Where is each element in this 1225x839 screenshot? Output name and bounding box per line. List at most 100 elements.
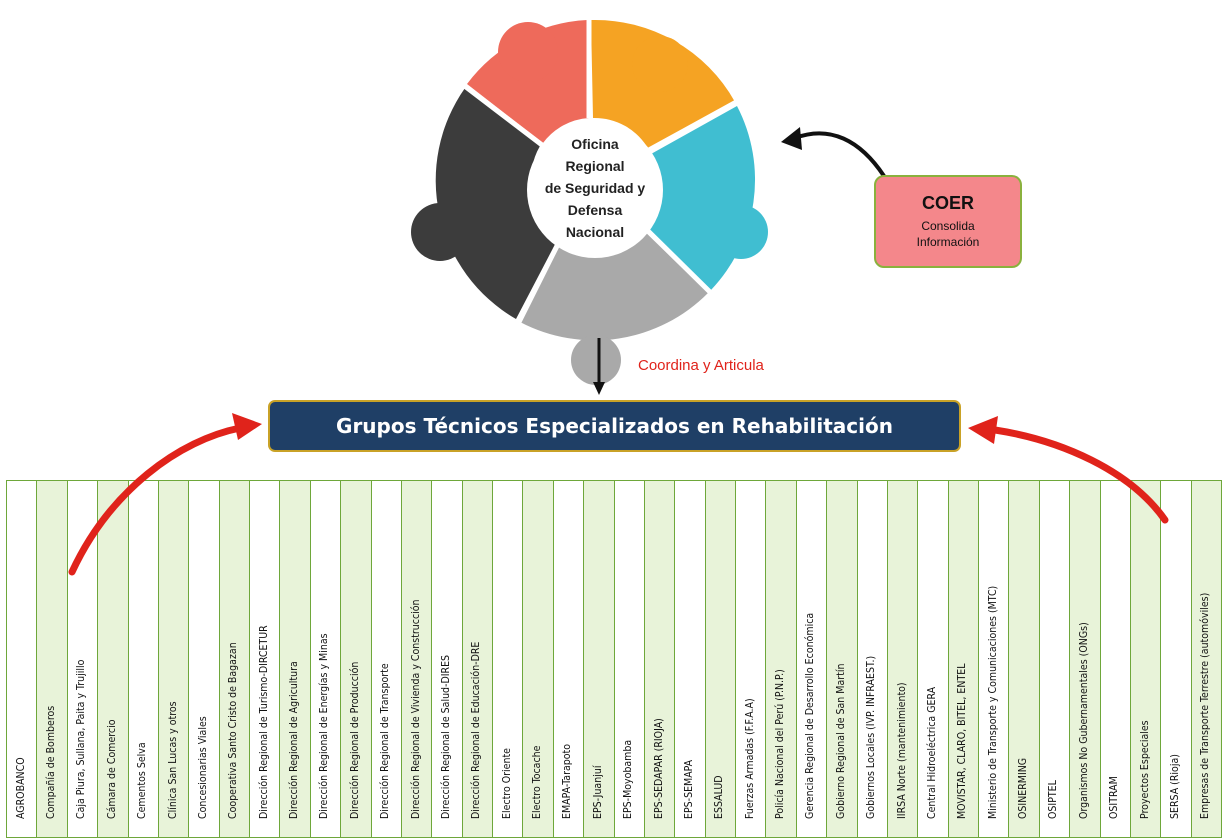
organization-column: Dirección Regional de Energías y Minas (309, 480, 342, 838)
puzzle-knob-red (498, 22, 558, 82)
organization-label: Cementos Selva (136, 742, 149, 819)
organization-label: Caja Piura, Sullana, Paita y Trujillo (75, 659, 88, 819)
center-circle (527, 122, 663, 258)
organization-label: EPS-SEDAPAR (RIOJA) (652, 718, 665, 819)
organization-column: Dirección Regional de Vivienda y Constru… (400, 480, 433, 838)
organization-column: Fuerzas Armadas (F.F.A.A) (735, 480, 767, 838)
organization-column: Dirección Regional de Turismo-DIRCETUR (249, 480, 281, 838)
center-title-line: Oficina (571, 136, 619, 152)
organization-column: Gerencia Regional de Desarrollo Económic… (795, 480, 828, 838)
coer-subtitle: Consolida Información (916, 219, 980, 249)
organization-column: Cooperativa Santo Cristo de Bagazan (218, 480, 250, 838)
organization-label: Cámara de Comercio (105, 719, 118, 820)
organization-column: Cámara de Comercio (97, 480, 129, 838)
organization-column: Ministerio de Transporte y Comunicacione… (978, 480, 1010, 838)
organization-column: Dirección Regional de Salud-DIRES (431, 480, 463, 838)
organization-label: EPS-Juanjuí (591, 765, 604, 819)
puzzle-diagram (411, 14, 886, 395)
organization-column: Concesionarias Viales (188, 480, 220, 838)
puzzle-piece-dark (435, 88, 562, 319)
organization-column: Electro Tocache (522, 480, 554, 838)
organization-column: EPS-SEMAPA (674, 480, 706, 838)
organization-column: AGROBANCO (6, 480, 38, 838)
organization-label: AGROBANCO (14, 757, 27, 819)
coordina-label: Coordina y Articula (638, 357, 764, 374)
organization-column: Empresas de Transporte Terrestre (automó… (1190, 480, 1222, 838)
organization-column: EPS-Moyobamba (613, 480, 645, 838)
organization-column: Dirección Regional de Agricultura (279, 480, 311, 838)
organization-column: SERSA (Rioja) (1160, 480, 1192, 838)
organization-column: MOVISTAR, CLARO, BITEL, ENTEL (947, 480, 979, 838)
organization-label: Ministerio de Transporte y Comunicacione… (986, 585, 999, 819)
puzzle-knob-cyan (714, 205, 768, 259)
organization-column: Compañía de Bomberos (36, 480, 68, 838)
puzzle-separators (460, 14, 742, 326)
organization-label: ESSALUD (713, 775, 726, 819)
puzzle-piece-gray (520, 225, 708, 341)
organization-label: Dirección Regional de Transporte (379, 663, 392, 819)
organization-column: Clínica San Lucas y otros (157, 480, 190, 838)
puzzle-knob-dark (411, 203, 469, 261)
organization-label: Dirección Regional de Salud-DIRES (439, 654, 452, 819)
organization-label: Empresas de Transporte Terrestre (automó… (1199, 592, 1212, 819)
organization-label: Concesionarias Viales (196, 716, 209, 819)
organization-label: Dirección Regional de Educación-DRE (470, 641, 483, 819)
organization-column: Central Hidroeléctrica GERA (917, 480, 949, 838)
puzzle-knob-orange (632, 36, 688, 92)
organization-column: Dirección Regional de Transporte (370, 480, 402, 838)
organization-column: EPS-Juanjuí (583, 480, 615, 838)
organization-label: Central Hidroeléctrica GERA (925, 686, 938, 819)
organization-label: EMAPA-Tarapoto (561, 743, 574, 819)
organization-column: EPS-SEDAPAR (RIOJA) (643, 480, 676, 838)
organization-column: OSIPTEL (1038, 480, 1071, 838)
organization-label: OSINERMING (1017, 757, 1030, 819)
organization-label: Dirección Regional de Agricultura (288, 661, 301, 819)
organization-label: Electro Oriente (500, 748, 513, 819)
organization-label: Organismos No Gubernamentales (ONGs) (1077, 622, 1090, 819)
center-title-line: Defensa (567, 202, 623, 218)
organization-label: Cooperativa Santo Cristo de Bagazan (227, 642, 240, 819)
organization-column: Caja Piura, Sullana, Paita y Trujillo (66, 480, 99, 838)
organization-label: Compañía de Bomberos (45, 705, 58, 819)
organization-columns: AGROBANCO Compañía de Bomberos Caja Piura,… (6, 480, 1222, 838)
coer-arrow-curve (794, 131, 886, 178)
organization-label: Clínica San Lucas y otros (166, 701, 179, 819)
organization-label: SERSA (Rioja) (1168, 754, 1181, 819)
organization-label: Fuerzas Armadas (F.F.A.A) (743, 698, 756, 819)
organization-label: MOVISTAR, CLARO, BITEL, ENTEL (956, 663, 969, 819)
coer-box: COER Consolida Información (874, 175, 1022, 268)
center-title-line: de Seguridad y (544, 180, 646, 196)
organization-column: EMAPA-Tarapoto (552, 480, 585, 838)
center-title-line: Nacional (565, 224, 625, 240)
coer-arrow-head (781, 127, 802, 150)
organization-label: Proyectos Especiales (1138, 720, 1151, 819)
organization-column: Dirección Regional de Educación-DRE (461, 480, 493, 838)
organization-label: Electro Tocache (531, 745, 544, 819)
header-box: Grupos Técnicos Especializados en Rehabi… (268, 400, 961, 452)
organization-label: Dirección Regional de Turismo-DIRCETUR (257, 625, 270, 819)
organization-column: Gobiernos Locales (IVP. INFRAEST.) (856, 480, 888, 838)
down-arrow-head (593, 382, 605, 395)
organization-label: IIRSA Norte (mantenimiento) (895, 682, 908, 819)
organization-column: OSINERMING (1008, 480, 1040, 838)
organization-column: ESSALUD (704, 480, 736, 838)
organization-label: Policía Nacional del Perú (P.N.P.) (774, 669, 787, 819)
organization-column: Cementos Selva (127, 480, 159, 838)
puzzle-knob-gray (571, 335, 621, 385)
organization-label: Gobierno Regional de San Martín (834, 663, 847, 819)
organization-column: OSITRAM (1099, 480, 1131, 838)
organization-label: Gobiernos Locales (IVP. INFRAEST.) (865, 655, 878, 819)
organization-column: Dirección Regional de Producción (340, 480, 372, 838)
organization-column: IIRSA Norte (mantenimiento) (886, 480, 919, 838)
organization-label: EPS-Moyobamba (622, 739, 635, 819)
center-office-title: Oficina Regional de Seguridad y Defensa … (533, 133, 657, 243)
organization-column: Electro Oriente (492, 480, 524, 838)
organization-label: Gerencia Regional de Desarrollo Económic… (804, 612, 817, 819)
organization-label: Dirección Regional de Energías y Minas (318, 633, 331, 819)
organization-column: Organismos No Gubernamentales (ONGs) (1069, 480, 1101, 838)
coer-title: COER (921, 193, 974, 213)
organization-column: Proyectos Especiales (1129, 480, 1162, 838)
organization-label: OSIPTEL (1047, 780, 1060, 819)
puzzle-ring (411, 14, 768, 385)
organization-column: Gobierno Regional de San Martín (826, 480, 858, 838)
